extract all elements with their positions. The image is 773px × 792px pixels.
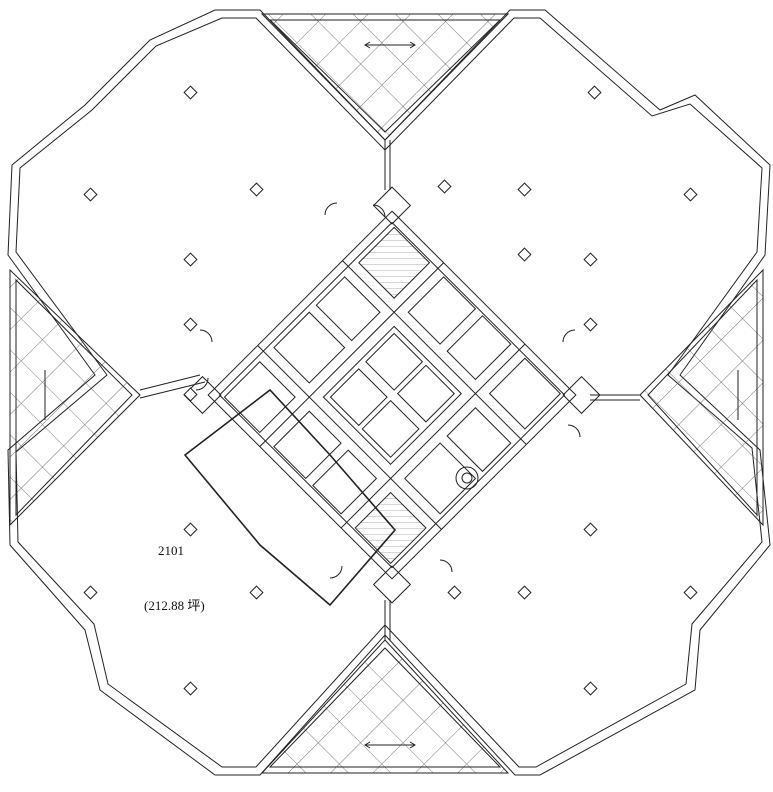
unit-number-label: 2101 [158,543,184,558]
columns [84,86,697,695]
unit-area-label: (212.88 坪) [144,598,205,613]
atrium-top [262,14,508,140]
atrium-left [10,270,140,525]
tenant-boundary [185,390,395,605]
central-core [184,187,600,603]
atrium-bottom [262,640,508,773]
fountain [456,467,478,489]
inner-wall [16,18,762,767]
atrium-right [640,270,763,525]
outer-wall [8,10,770,775]
